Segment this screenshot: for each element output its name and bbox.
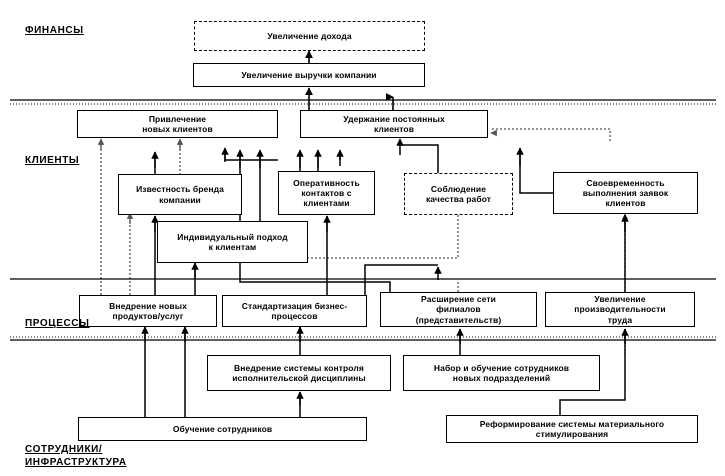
node-labor-productivity-increase[interactable]: Увеличение производительности труда (545, 292, 695, 327)
node-label: Набор и обучение сотрудников новых подра… (433, 362, 570, 383)
perspective-label-staff: СОТРУДНИКИ/ ИНФРАСТРУКТУРА (25, 444, 127, 468)
node-retain-regular-clients[interactable]: Удержание постоянных клиентов (300, 110, 488, 138)
node-timely-order-fulfillment[interactable]: Своевременность выполнения заявок клиент… (553, 172, 698, 214)
perspective-label-finance: ФИНАНСЫ (25, 25, 84, 36)
node-performance-discipline-control[interactable]: Внедрение системы контроля исполнительск… (207, 355, 391, 391)
node-label: Внедрение новых продуктов/услуг (109, 300, 187, 321)
node-label: Оперативность контактов с клиентами (293, 177, 360, 208)
node-recruit-train-new-units[interactable]: Набор и обучение сотрудников новых подра… (403, 355, 600, 391)
node-contact-responsiveness[interactable]: Оперативность контактов с клиентами (278, 171, 375, 215)
node-label: Увеличение дохода (267, 30, 352, 41)
node-incentive-system-reform[interactable]: Реформирование системы материального сти… (446, 415, 698, 443)
node-label: Соблюдение качества работ (425, 183, 492, 204)
node-brand-awareness[interactable]: Известность бренда компании (118, 174, 242, 215)
node-attract-new-clients[interactable]: Привлечение новых клиентов (77, 110, 278, 138)
perspective-label-processes: ПРОЦЕССЫ (25, 318, 90, 329)
node-label: Обучение сотрудников (172, 423, 273, 434)
node-label: Стандартизация бизнес- процессов (241, 300, 348, 321)
node-label: Индивидуальный подход к клиентам (177, 231, 288, 252)
node-branch-network-expansion[interactable]: Расширение сети филиалов (представительс… (380, 292, 537, 327)
perspective-label-clients: КЛИЕНТЫ (25, 155, 80, 166)
node-individual-approach[interactable]: Индивидуальный подход к клиентам (157, 221, 308, 263)
node-label: Внедрение системы контроля исполнительск… (232, 362, 366, 383)
node-label: Расширение сети филиалов (представительс… (415, 294, 502, 325)
node-increase-revenue[interactable]: Увеличение выручки компании (193, 63, 425, 87)
node-label: Удержание постоянных клиентов (343, 113, 445, 134)
node-increase-income[interactable]: Увеличение дохода (194, 21, 425, 51)
node-label: Известность бренда компании (136, 184, 224, 205)
node-staff-training[interactable]: Обучение сотрудников (78, 417, 367, 441)
node-business-process-standardization[interactable]: Стандартизация бизнес- процессов (222, 295, 367, 327)
node-quality-compliance[interactable]: Соблюдение качества работ (404, 173, 513, 215)
perspective-dividers (10, 99, 716, 341)
node-label: Привлечение новых клиентов (142, 113, 213, 134)
node-new-products-services[interactable]: Внедрение новых продуктов/услуг (79, 295, 217, 327)
node-label: Увеличение производительности труда (574, 294, 666, 325)
node-label: Увеличение выручки компании (241, 69, 377, 80)
node-label: Своевременность выполнения заявок клиент… (582, 177, 669, 208)
node-label: Реформирование системы материального сти… (479, 418, 665, 439)
